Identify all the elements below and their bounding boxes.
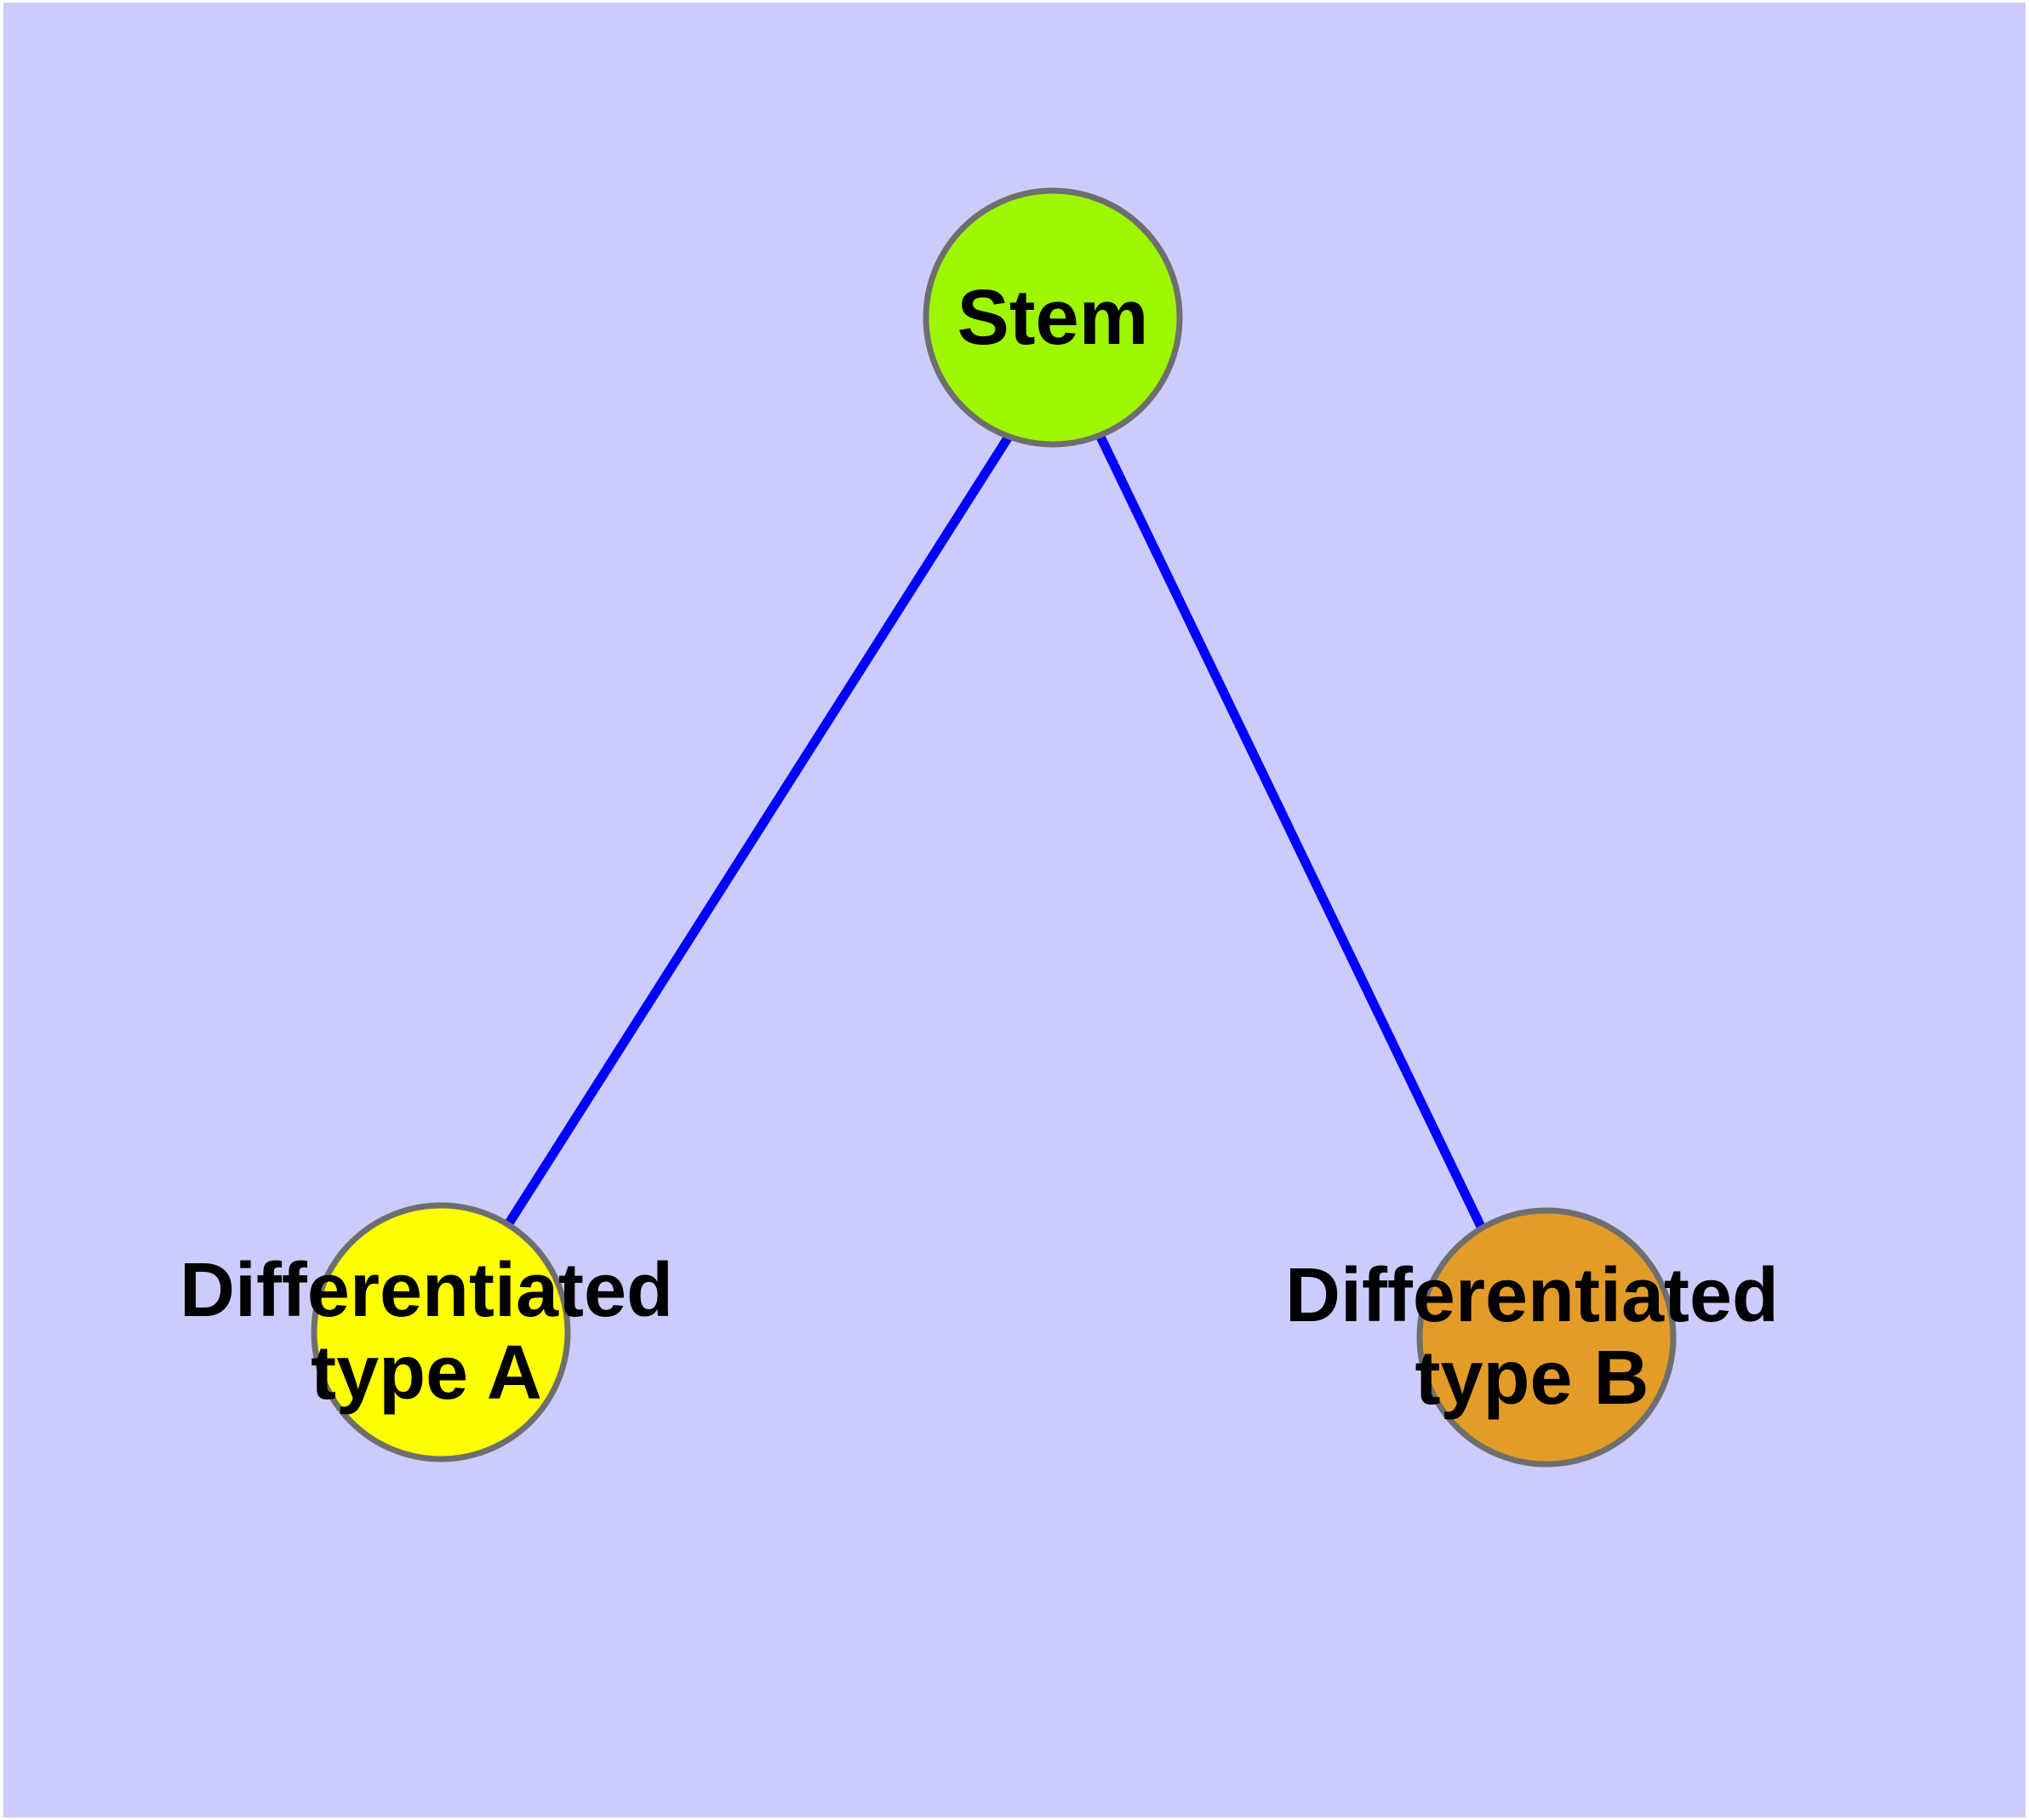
node-stem-label: Stem	[957, 274, 1149, 361]
node-differentiated-type-b-label-line1: Differentiated	[1285, 1253, 1779, 1338]
node-differentiated-type-b-circle[interactable]	[1416, 1207, 1677, 1468]
node-differentiated-type-a-label-line2: type A	[311, 1331, 542, 1416]
node-stem-circle[interactable]	[923, 187, 1183, 448]
node-differentiated-type-a[interactable]: Differentiated type A	[180, 1202, 673, 1462]
node-differentiated-type-b[interactable]: Differentiated type B	[1285, 1207, 1779, 1468]
edge-layer	[505, 434, 1486, 1231]
graph-plot-area: Stem Differentiated type A Differentiate…	[3, 3, 2026, 1817]
graph-svg: Stem Differentiated type A Differentiate…	[180, 187, 1779, 1468]
edge-stem-to-differentiated-type-b[interactable]	[1096, 434, 1486, 1231]
node-differentiated-type-a-label-line1: Differentiated	[180, 1248, 673, 1333]
node-differentiated-type-b-label-line2: type B	[1415, 1336, 1649, 1421]
node-stem[interactable]: Stem	[923, 187, 1183, 448]
node-differentiated-type-a-circle[interactable]	[311, 1202, 571, 1462]
edge-stem-to-differentiated-type-a[interactable]	[505, 434, 1013, 1226]
node-layer: Stem Differentiated type A Differentiate…	[180, 187, 1779, 1468]
